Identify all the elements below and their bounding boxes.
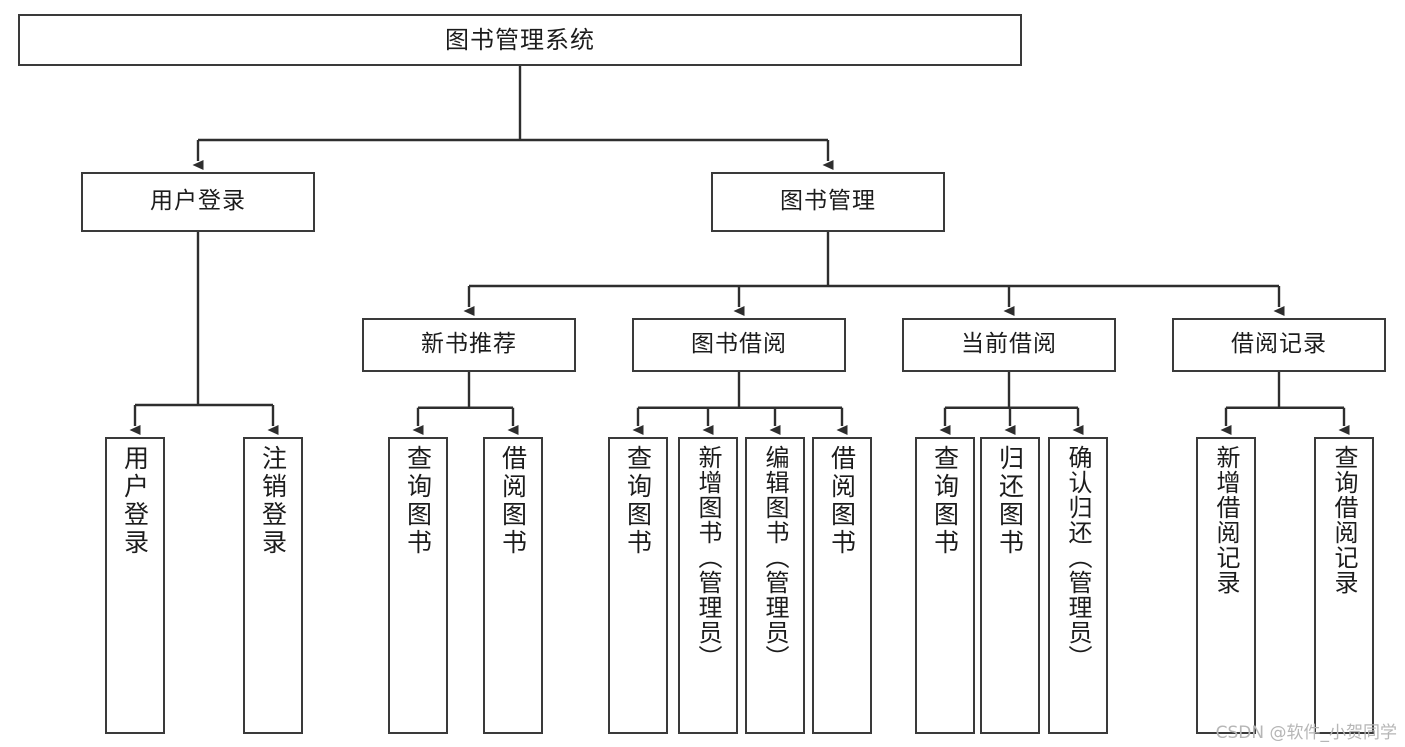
node-label: 新增借阅记录 [1212, 445, 1240, 595]
node-leaf-borrow-book-1[interactable]: 借阅图书 [483, 437, 543, 734]
node-leaf-edit-book[interactable]: 编辑图书（管理员） [745, 437, 805, 734]
node-label: 确认归还（管理员） [1064, 445, 1092, 670]
node-borrow-record[interactable]: 借阅记录 [1172, 318, 1386, 372]
node-label: 注销登录 [258, 445, 288, 557]
node-leaf-query-book-3[interactable]: 查询图书 [915, 437, 975, 734]
node-label: 用户登录 [120, 445, 150, 557]
node-book-borrow[interactable]: 图书借阅 [632, 318, 846, 372]
node-label: 新增图书（管理员） [694, 445, 722, 670]
node-label: 借阅记录 [1231, 331, 1327, 358]
node-label: 借阅图书 [498, 445, 528, 557]
node-new-book-rec[interactable]: 新书推荐 [362, 318, 576, 372]
node-label: 借阅图书 [827, 445, 857, 557]
node-leaf-query-book-1[interactable]: 查询图书 [388, 437, 448, 734]
node-leaf-query-book-2[interactable]: 查询图书 [608, 437, 668, 734]
node-label: 编辑图书（管理员） [761, 445, 789, 670]
node-leaf-user-login[interactable]: 用户登录 [105, 437, 165, 734]
node-label: 图书管理 [780, 188, 876, 215]
node-current-borrow[interactable]: 当前借阅 [902, 318, 1116, 372]
node-leaf-confirm-return[interactable]: 确认归还（管理员） [1048, 437, 1108, 734]
node-leaf-user-logout[interactable]: 注销登录 [243, 437, 303, 734]
node-label: 查询图书 [403, 445, 433, 557]
node-book-mgmt[interactable]: 图书管理 [711, 172, 945, 232]
node-root[interactable]: 图书管理系统 [18, 14, 1022, 66]
node-leaf-borrow-book-2[interactable]: 借阅图书 [812, 437, 872, 734]
node-label: 归还图书 [995, 445, 1025, 557]
node-label: 查询借阅记录 [1330, 445, 1358, 595]
node-label: 新书推荐 [421, 331, 517, 358]
node-label: 用户登录 [150, 188, 246, 215]
node-label: 图书借阅 [691, 331, 787, 358]
node-leaf-query-record[interactable]: 查询借阅记录 [1314, 437, 1374, 734]
node-label: 查询图书 [623, 445, 653, 557]
node-leaf-return-book[interactable]: 归还图书 [980, 437, 1040, 734]
node-leaf-add-record[interactable]: 新增借阅记录 [1196, 437, 1256, 734]
watermark: CSDN @软件_小贺同学 [1215, 723, 1397, 743]
node-user-login[interactable]: 用户登录 [81, 172, 315, 232]
node-label: 查询图书 [930, 445, 960, 557]
node-leaf-add-book[interactable]: 新增图书（管理员） [678, 437, 738, 734]
node-label: 图书管理系统 [445, 25, 595, 54]
node-label: 当前借阅 [961, 331, 1057, 358]
